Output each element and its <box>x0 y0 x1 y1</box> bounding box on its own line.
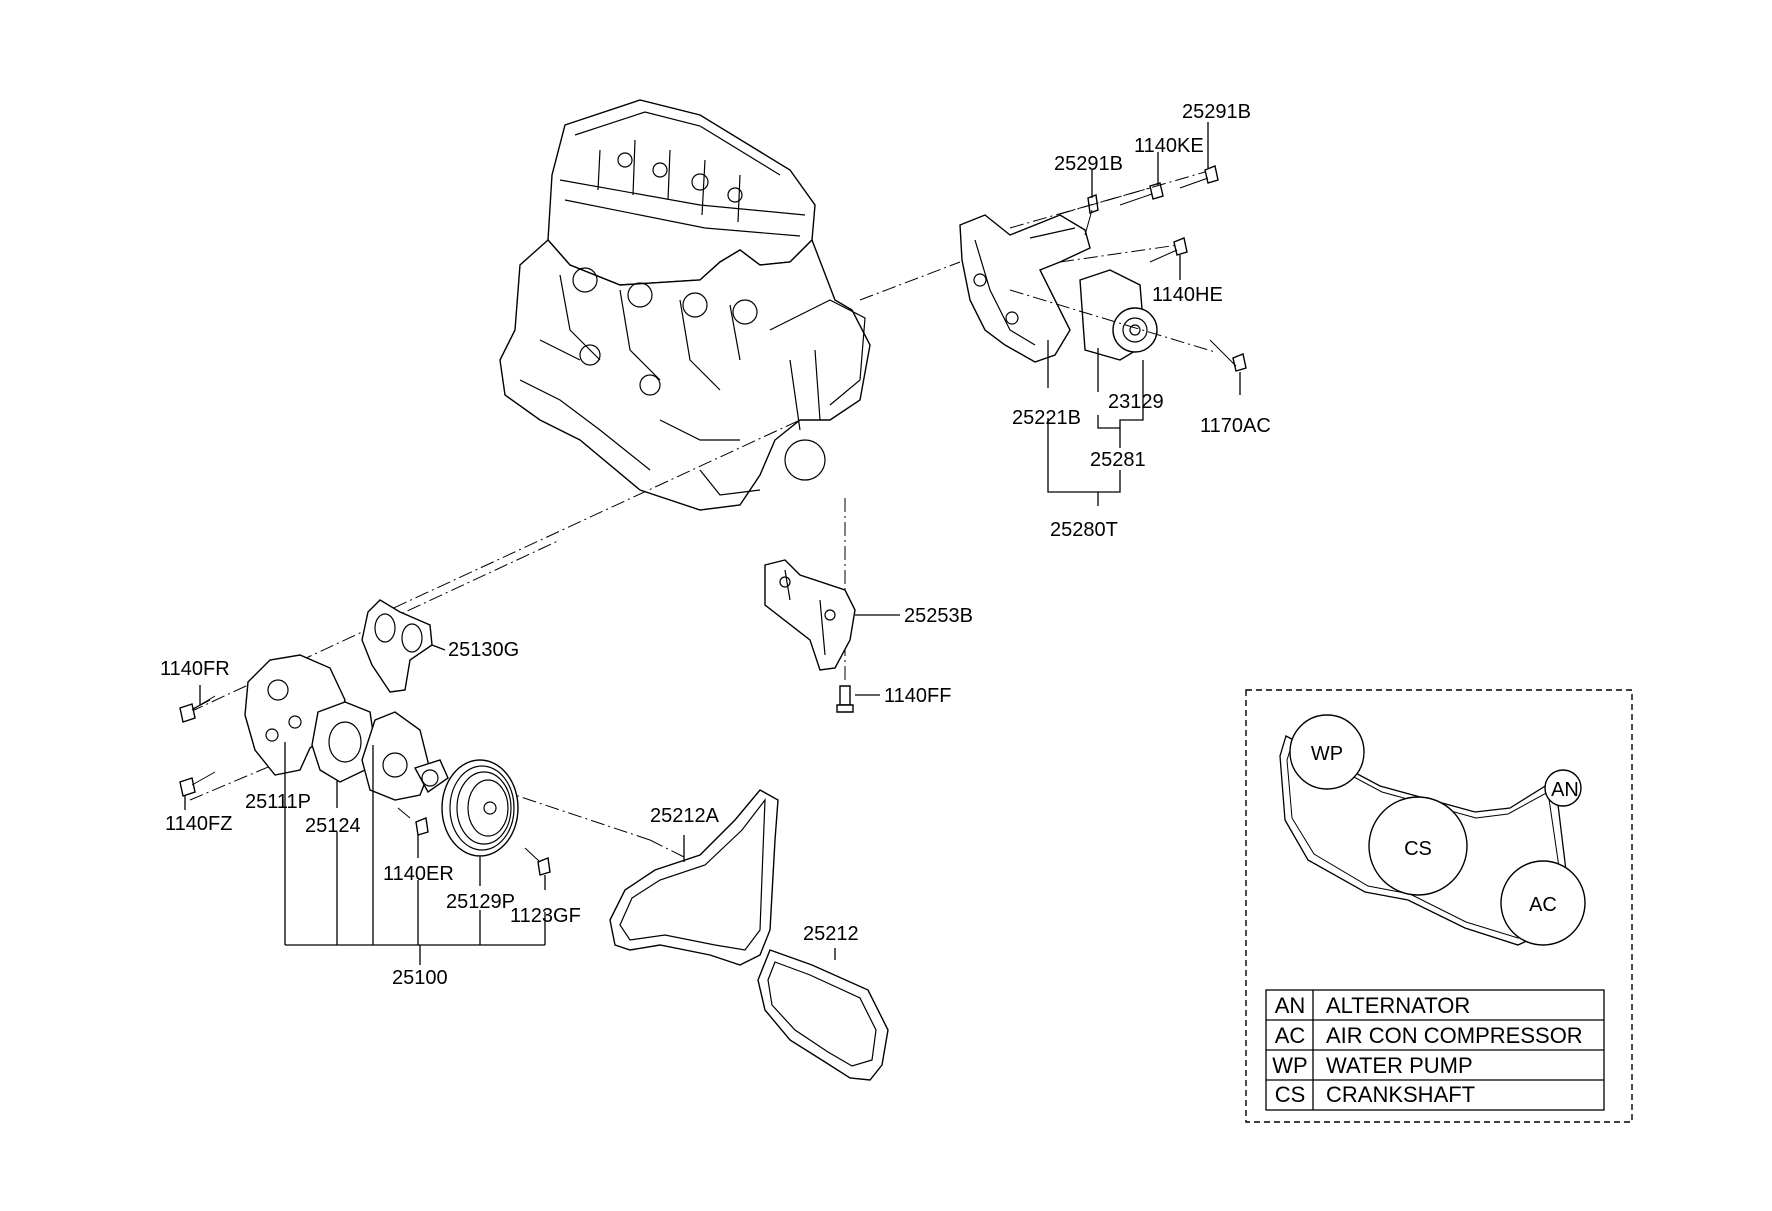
legend-name: AIR CON COMPRESSOR <box>1326 1023 1583 1048</box>
label-1140FR: 1140FR <box>160 658 230 680</box>
legend-name: CRANKSHAFT <box>1326 1082 1475 1107</box>
legend-table: AN ALTERNATOR AC AIR CON COMPRESSOR WP W… <box>1265 989 1605 1111</box>
label-1140HE: 1140HE <box>1152 284 1223 306</box>
label-25129P: 25129P <box>446 891 515 913</box>
bolt-25291B-left-drawing <box>1084 194 1099 236</box>
bolt-1140FZ-drawing <box>179 771 216 797</box>
belt-path <box>1279 735 1573 946</box>
pulley-wp: WP <box>1289 714 1365 790</box>
bolt-1140HE-drawing <box>1149 237 1188 263</box>
water-pump-drawing <box>244 654 449 801</box>
gasket-25130G-drawing <box>361 599 433 693</box>
label-1140FF: 1140FF <box>884 685 951 707</box>
inset-frame <box>1245 689 1633 1123</box>
legend-row: CS CRANKSHAFT <box>1275 1082 1475 1107</box>
label-1140FZ: 1140FZ <box>165 813 232 835</box>
label-25124: 25124 <box>305 815 361 837</box>
leader-lines <box>184 122 1241 965</box>
label-25280T: 25280T <box>1050 519 1118 541</box>
label-25281: 25281 <box>1090 449 1146 471</box>
label-25111P: 25111P <box>245 791 311 813</box>
bolt-1140ER-drawing <box>397 807 429 836</box>
label-1140KE: 1140KE <box>1134 135 1204 157</box>
legend-row: AC AIR CON COMPRESSOR <box>1275 1023 1583 1048</box>
pulley-an: AN <box>1544 769 1582 807</box>
label-25253B: 25253B <box>904 605 973 627</box>
bolt-1170AC-drawing <box>1209 339 1247 372</box>
label-25212A: 25212A <box>650 805 720 827</box>
bolt-1140FF-drawing <box>836 685 854 713</box>
label-25130G: 25130G <box>448 639 519 661</box>
label-1140ER: 1140ER <box>383 863 454 885</box>
label-25100: 25100 <box>392 967 448 989</box>
legend-code: WP <box>1272 1053 1307 1078</box>
pulley-wp-label: WP <box>1311 743 1343 765</box>
legend-row: WP WATER PUMP <box>1272 1053 1472 1078</box>
pulley-cs: CS <box>1368 796 1468 896</box>
label-1123GF: 1123GF <box>510 905 581 927</box>
legend-code: CS <box>1275 1082 1306 1107</box>
pulley-ac: AC <box>1500 860 1586 946</box>
bolt-1123GF-drawing <box>524 847 551 876</box>
pulley-25129P-drawing <box>441 759 519 857</box>
mount-bracket-25253B-drawing <box>764 559 856 671</box>
pulley-ac-label: AC <box>1529 894 1557 916</box>
legend-code: AC <box>1275 1023 1306 1048</box>
tensioner-bracket-drawing <box>959 165 1247 372</box>
belt-25212A-drawing <box>609 789 779 966</box>
label-25212: 25212 <box>803 923 859 945</box>
belt-routing-inset: WP AN CS AC AN ALTERNATOR AC <box>1245 689 1633 1123</box>
pulley-an-label: AN <box>1551 779 1579 801</box>
label-1170AC: 1170AC <box>1200 415 1271 437</box>
bolt-1140FR-drawing <box>179 695 216 723</box>
label-23129: 23129 <box>1108 391 1164 413</box>
pulley-cs-label: CS <box>1404 838 1432 860</box>
label-25291B-left: 25291B <box>1054 153 1123 175</box>
bolt-25291B-right-drawing <box>1179 165 1219 189</box>
part-number-labels: 25291B 1140KE 25291B 1140HE 23129 25221B… <box>160 101 1271 989</box>
legend-row: AN ALTERNATOR <box>1275 993 1471 1018</box>
legend-code: AN <box>1275 993 1306 1018</box>
belt-25212-drawing <box>757 949 889 1081</box>
label-25221B: 25221B <box>1012 407 1081 429</box>
label-25291B-right: 25291B <box>1182 101 1251 123</box>
legend-name: ALTERNATOR <box>1326 993 1470 1018</box>
engine-assembly-drawing <box>499 99 871 511</box>
legend-name: WATER PUMP <box>1326 1053 1473 1078</box>
